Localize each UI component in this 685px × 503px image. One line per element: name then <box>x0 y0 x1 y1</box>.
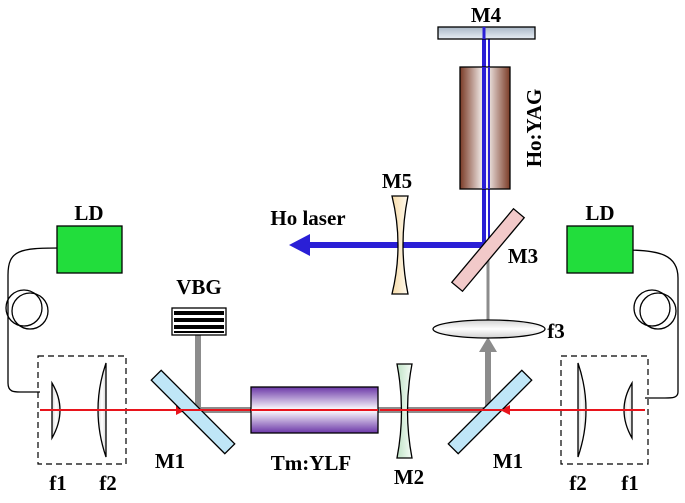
tm-beam-up-arrowhead <box>479 337 497 352</box>
label-ld-left: LD <box>74 201 103 225</box>
f3-lens <box>432 319 546 339</box>
m3-mirror <box>450 207 526 293</box>
label-ho-yag: Ho:YAG <box>522 89 546 168</box>
label-m3: M3 <box>508 244 538 268</box>
label-m4: M4 <box>471 3 502 27</box>
label-vbg: VBG <box>176 275 222 299</box>
vbg-grating <box>171 307 227 336</box>
m1-mirror-left <box>150 369 236 455</box>
label-f3: f3 <box>547 319 565 343</box>
label-m2: M2 <box>394 465 424 489</box>
label-ho-laser: Ho laser <box>270 206 345 230</box>
ho-beam-arrowhead <box>289 234 310 256</box>
label-f1-right: f1 <box>621 471 639 495</box>
label-f2-left: f2 <box>99 471 117 495</box>
m5-mirror <box>391 195 409 295</box>
m4-mirror <box>437 26 536 40</box>
label-f2-right: f2 <box>569 471 587 495</box>
fiber-left <box>5 247 61 393</box>
m1-mirror-right <box>447 369 533 455</box>
ld-right-box <box>566 225 634 274</box>
fiber-right <box>624 249 679 399</box>
ld-left-box <box>56 225 123 274</box>
label-ld-right: LD <box>585 201 614 225</box>
label-m1-right: M1 <box>493 449 523 473</box>
label-f1-left: f1 <box>49 471 67 495</box>
label-tm-ylf: Tm:YLF <box>271 451 352 475</box>
label-m1-left: M1 <box>155 449 185 473</box>
label-m5: M5 <box>382 169 412 193</box>
